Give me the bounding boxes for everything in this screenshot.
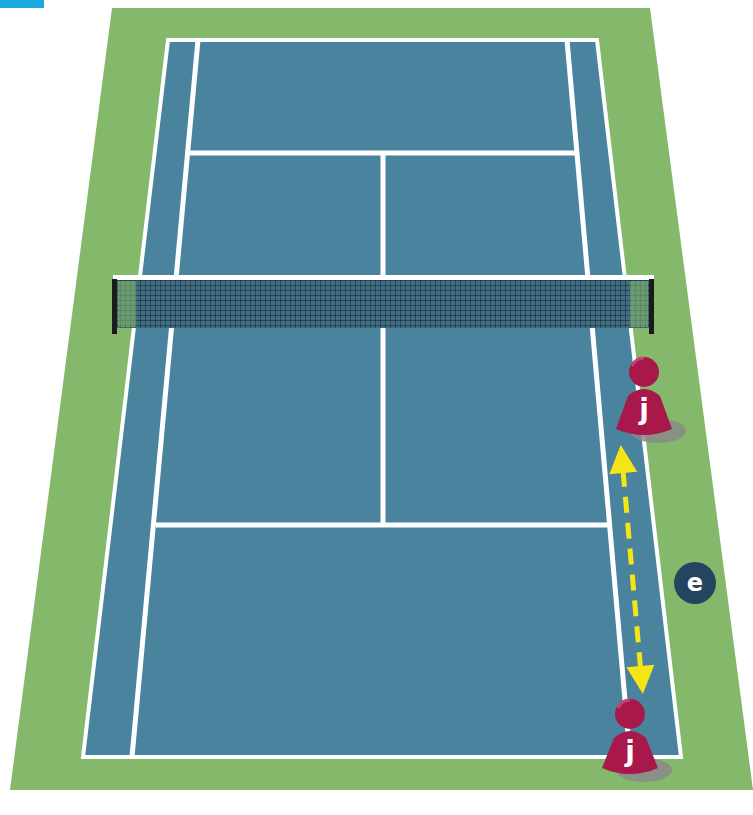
court-surface (83, 40, 681, 757)
corner-tag (0, 0, 44, 8)
player-letter: j (639, 396, 649, 424)
player-letter: j (625, 738, 635, 766)
position-letter: e (687, 571, 703, 595)
player-cone: j (592, 694, 674, 784)
ground (10, 8, 753, 790)
net (112, 275, 654, 334)
movement-arrow (609, 445, 654, 694)
court-lines (132, 40, 630, 757)
position-circle: e (673, 561, 717, 605)
player-cone: j (606, 352, 688, 445)
